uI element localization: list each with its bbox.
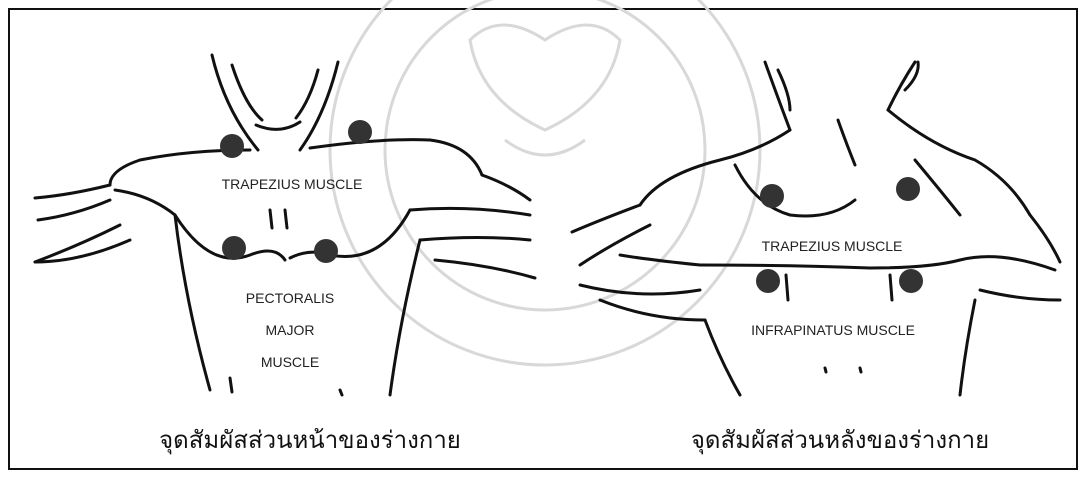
front-trapezius-label: TRAPEZIUS MUSCLE [212,176,372,192]
back-contact-points [756,177,923,293]
back-right-trapezius-dot [896,177,920,201]
back-infrapinatus-label: INFRAPINATUS MUSCLE [718,322,948,338]
front-right-trapezius-dot [348,120,372,144]
back-trapezius-label: TRAPEZIUS MUSCLE [752,238,912,254]
front-right-pectoralis-dot [314,239,338,263]
front-pectoralis-label-line1: PECTORALIS [240,290,340,306]
front-pectoralis-label-line3: MUSCLE [240,354,340,370]
watermark-seal [330,0,760,365]
back-caption: จุดสัมผัสส่วนหลังของร่างกาย [650,420,1030,459]
front-caption: จุดสัมผัสส่วนหน้าของร่างกาย [130,420,490,459]
front-left-trapezius-dot [220,134,244,158]
back-left-trapezius-dot [760,184,784,208]
back-right-infrapinatus-dot [899,269,923,293]
back-left-infrapinatus-dot [756,269,780,293]
front-body-outline [35,55,535,395]
back-body-outline [572,62,1060,395]
front-left-pectoralis-dot [222,236,246,260]
front-pectoralis-label-line2: MAJOR [240,322,340,338]
